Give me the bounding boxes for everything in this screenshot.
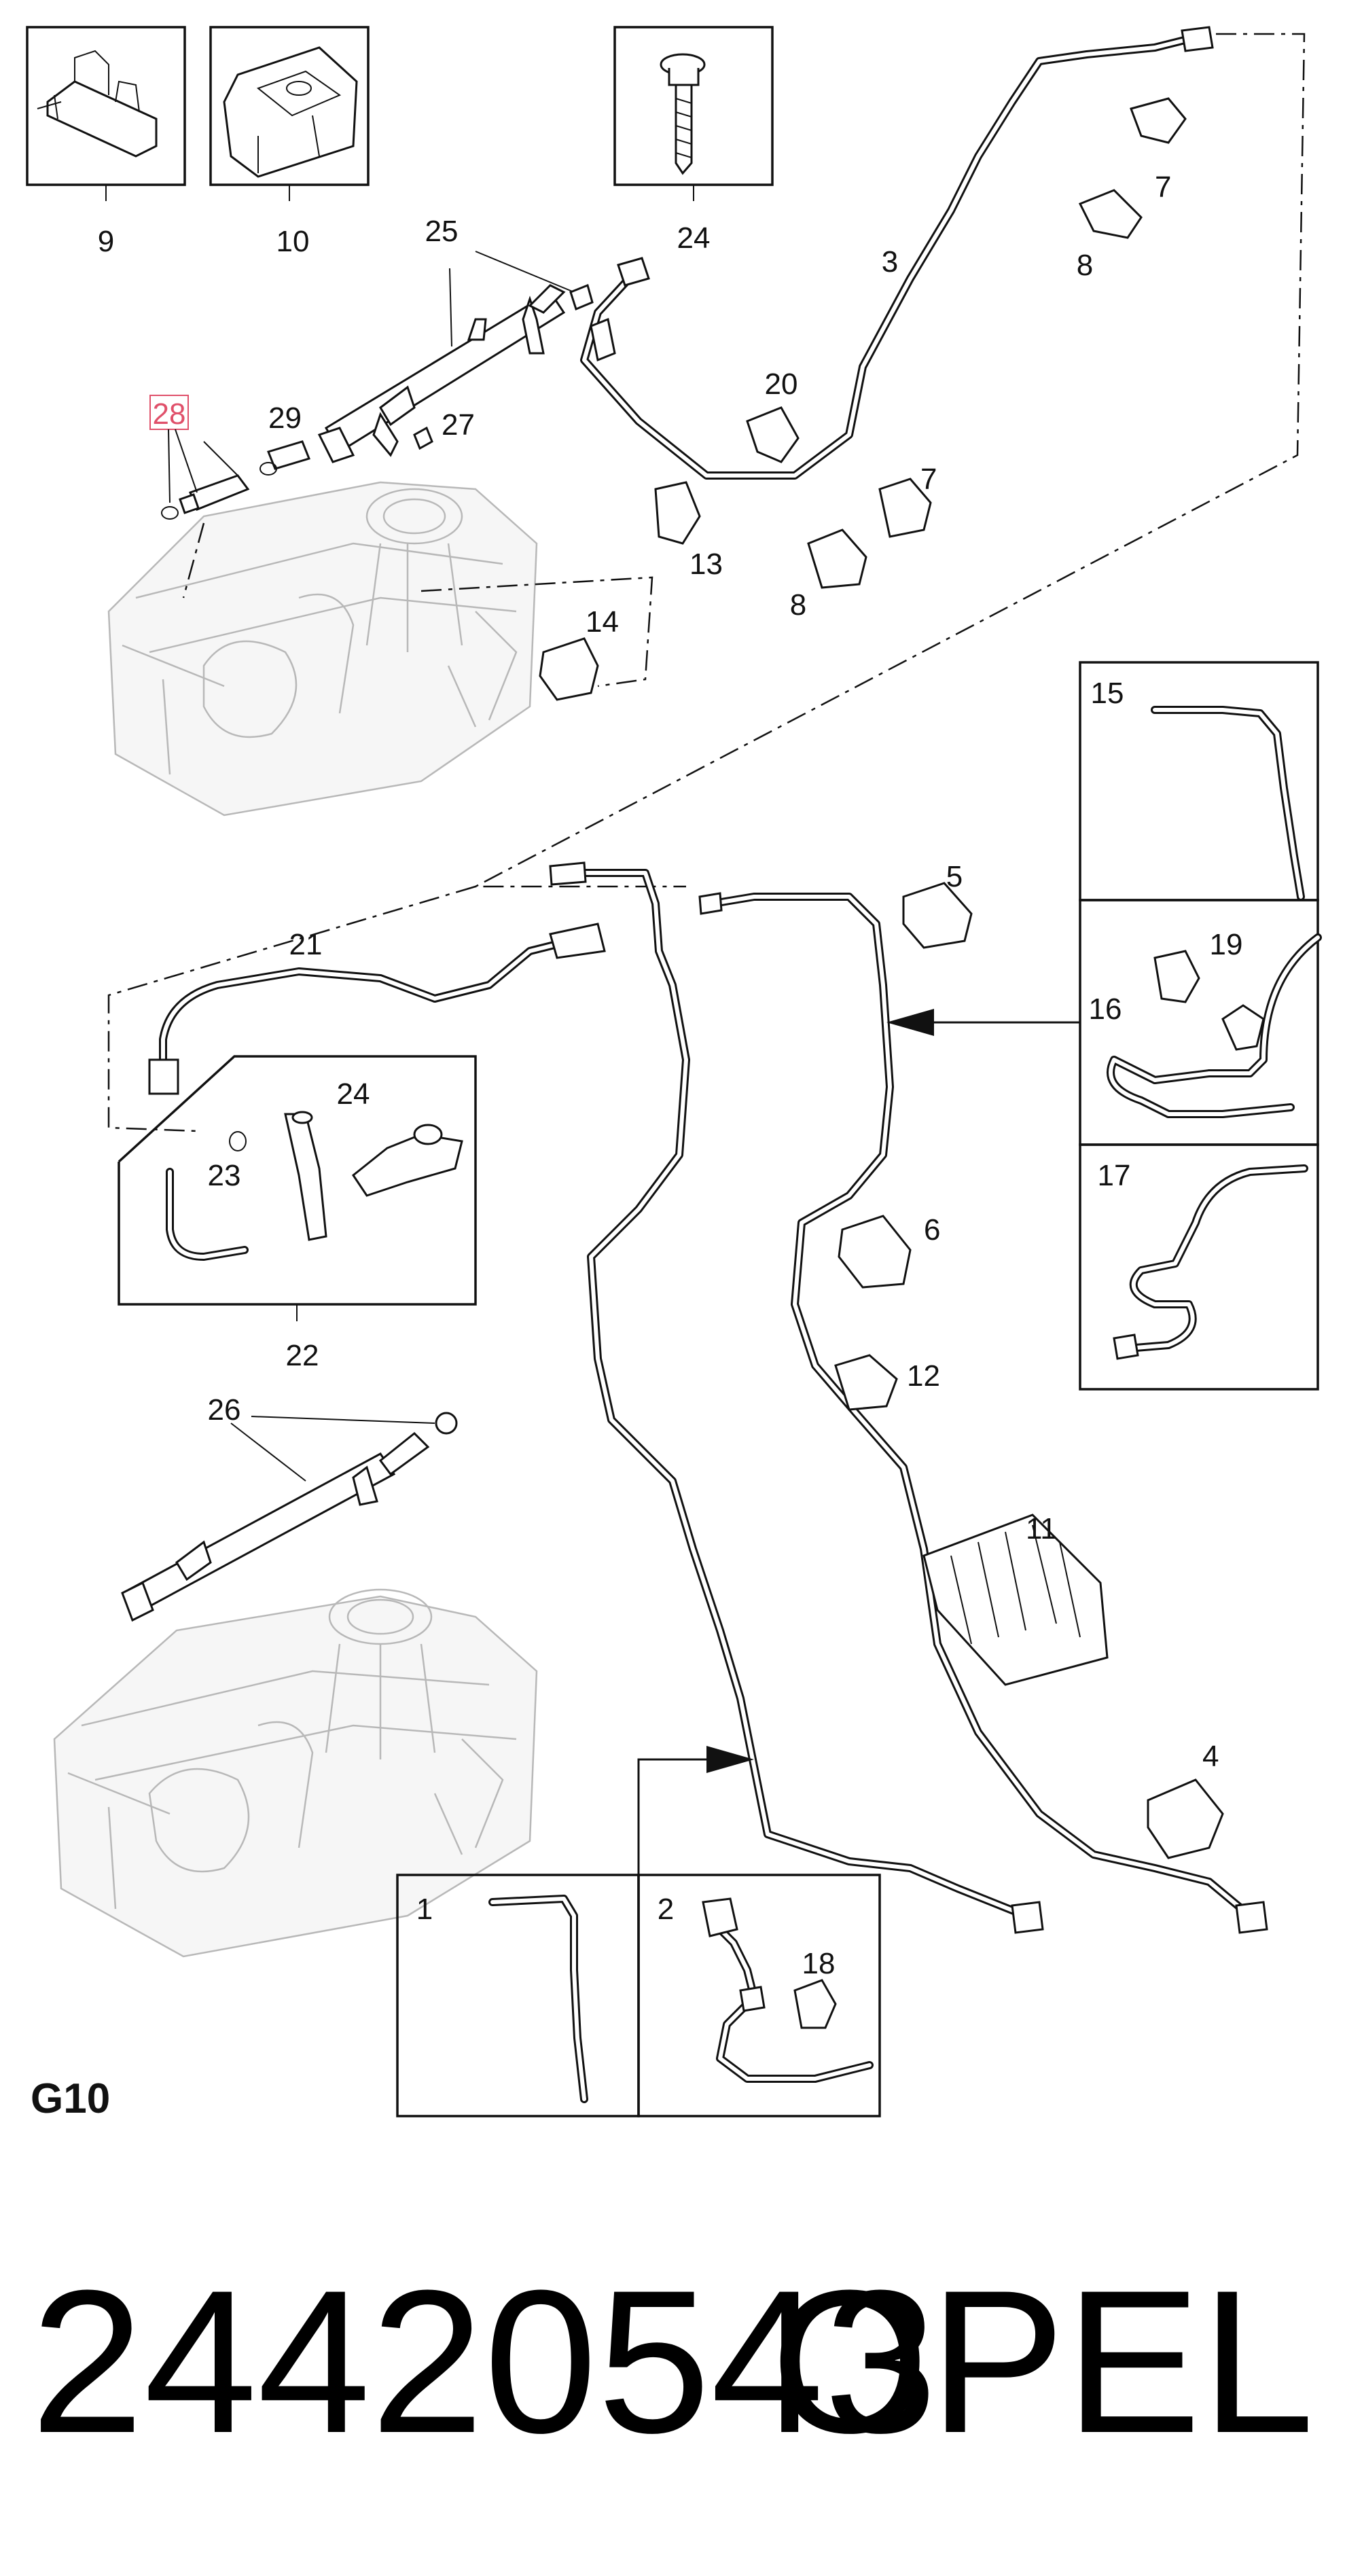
leader-25-rail — [449, 268, 452, 347]
clip-7-upper — [1130, 97, 1187, 144]
oring-29 — [259, 462, 277, 476]
clip-12 — [834, 1354, 898, 1411]
callout-29: 29 — [268, 401, 302, 435]
callout-2: 2 — [658, 1893, 674, 1926]
dash-boundary-3 — [475, 33, 1306, 888]
detail-stack-right — [1079, 661, 1322, 1391]
detail-box-pipes-1-2 — [396, 1874, 881, 2117]
callout-7b: 7 — [920, 463, 937, 496]
callout-12: 12 — [907, 1359, 940, 1393]
arrow-head-16 — [886, 1009, 934, 1036]
arrow-head-1-2 — [706, 1746, 754, 1773]
callout-18: 18 — [802, 1947, 836, 1980]
callout-11: 11 — [1026, 1512, 1057, 1545]
callout-20: 20 — [765, 368, 798, 401]
clip-bracket-11 — [922, 1514, 1109, 1686]
dash-outline-21 — [107, 885, 476, 1132]
injector-28 — [161, 441, 250, 520]
engine-intake-manifold-upper — [107, 481, 538, 817]
detail-box-clip-9 — [26, 26, 186, 186]
callout-8a: 8 — [1077, 249, 1093, 282]
callout-24b: 24 — [337, 1077, 370, 1111]
callout-3: 3 — [882, 245, 898, 279]
callout-5: 5 — [946, 860, 963, 893]
callout-14: 14 — [586, 605, 619, 639]
clip-7-lower — [878, 478, 932, 538]
callout-19: 19 — [1210, 928, 1243, 961]
callout-4: 4 — [1202, 1740, 1219, 1773]
brand-name: OPEL — [771, 2247, 1314, 2475]
hose-21 — [148, 923, 606, 1095]
clip-13 — [654, 481, 701, 545]
clip-8-upper — [1078, 189, 1143, 239]
callout-26: 26 — [208, 1393, 241, 1427]
fuel-lines-main — [549, 861, 1268, 1934]
fuel-rail-26 — [121, 1412, 458, 1622]
fuel-rail-25 — [317, 284, 566, 463]
engine-intake-manifold-lower — [53, 1588, 538, 1958]
clip-4 — [1147, 1778, 1224, 1859]
callout-15: 15 — [1091, 677, 1124, 710]
leader-25-cap — [475, 251, 575, 293]
callout-17: 17 — [1098, 1159, 1131, 1192]
callout-28: 28 — [153, 397, 186, 431]
fuel-line-3 — [580, 26, 1214, 480]
clip-6 — [838, 1215, 912, 1289]
part-number: 24420543 — [31, 2247, 937, 2475]
callout-7a: 7 — [1155, 171, 1171, 204]
dash-leader-28 — [182, 522, 205, 598]
leader-26-cap — [251, 1416, 435, 1424]
callout-16: 16 — [1089, 992, 1122, 1026]
sheet-code: G10 — [31, 2075, 110, 2122]
callout-9: 9 — [98, 225, 114, 258]
leader-28b — [175, 429, 198, 493]
clip-14 — [539, 637, 599, 701]
callout-27: 27 — [442, 408, 475, 442]
leader-28a — [168, 429, 171, 503]
callout-10: 10 — [276, 225, 310, 258]
dash-outline-14 — [420, 576, 653, 687]
clip-8-lower — [807, 529, 867, 589]
detail-box-bolt-24 — [613, 26, 774, 186]
clip-5 — [902, 882, 973, 949]
arrow-line-1-2 — [637, 1758, 713, 1875]
callout-23: 23 — [208, 1159, 241, 1192]
callout-1: 1 — [416, 1893, 433, 1926]
callout-6: 6 — [924, 1213, 940, 1247]
detail-box-clip-10 — [209, 26, 370, 186]
callout-8b: 8 — [790, 588, 806, 622]
callout-22: 22 — [286, 1339, 319, 1372]
detail-box-22 — [118, 1055, 477, 1306]
callout-13: 13 — [689, 548, 723, 581]
plug-27 — [413, 426, 433, 450]
rail-cap-25 — [569, 283, 594, 311]
callout-25: 25 — [425, 215, 459, 248]
leader-26-rail — [230, 1423, 306, 1482]
clip-20 — [746, 406, 800, 463]
callout-24a: 24 — [677, 221, 711, 255]
